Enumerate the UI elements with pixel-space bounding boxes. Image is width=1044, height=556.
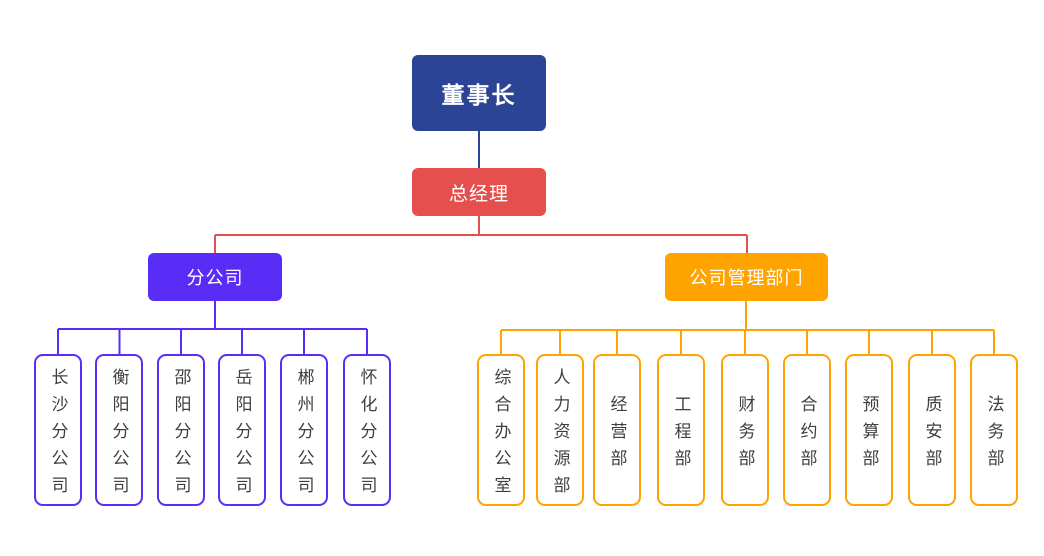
node-label: 预算部 <box>859 394 879 476</box>
org-node-leaf[interactable]: 财务部 <box>721 354 769 506</box>
org-node-leaf[interactable]: 长沙分公司 <box>34 354 82 506</box>
org-node-leaf[interactable]: 岳阳分公司 <box>218 354 266 506</box>
node-chairman[interactable]: 董事长 <box>412 55 546 131</box>
node-label: 衡阳分公司 <box>109 367 129 503</box>
node-general-manager[interactable]: 总经理 <box>412 168 546 216</box>
node-management-departments[interactable]: 公司管理部门 <box>665 253 828 301</box>
node-label: 长沙分公司 <box>48 367 68 503</box>
node-label: 董事长 <box>441 82 517 108</box>
node-label: 合约部 <box>797 394 817 476</box>
org-node-leaf[interactable]: 质安部 <box>908 354 956 506</box>
node-label: 财务部 <box>735 394 755 476</box>
node-label: 怀化分公司 <box>357 367 377 503</box>
connector-gm-branches <box>214 216 748 253</box>
org-node-leaf[interactable]: 衡阳分公司 <box>95 354 143 506</box>
connector-branch-children <box>57 301 368 354</box>
node-label: 岳阳分公司 <box>232 367 252 503</box>
node-label: 邵阳分公司 <box>171 367 191 503</box>
org-node-leaf[interactable]: 经营部 <box>593 354 641 506</box>
node-branch-companies[interactable]: 分公司 <box>148 253 282 301</box>
node-label: 人力资源部 <box>550 367 570 503</box>
org-node-leaf[interactable]: 人力资源部 <box>536 354 584 506</box>
org-node-leaf[interactable]: 怀化分公司 <box>343 354 391 506</box>
node-label: 法务部 <box>984 394 1004 476</box>
org-node-leaf[interactable]: 郴州分公司 <box>280 354 328 506</box>
node-label: 总经理 <box>448 183 509 205</box>
org-node-leaf[interactable]: 邵阳分公司 <box>157 354 205 506</box>
org-node-leaf[interactable]: 预算部 <box>845 354 893 506</box>
org-node-leaf[interactable]: 工程部 <box>657 354 705 506</box>
node-label: 经营部 <box>607 394 627 476</box>
node-label: 分公司 <box>186 268 244 288</box>
node-label: 工程部 <box>671 394 691 476</box>
node-label: 公司管理部门 <box>689 268 804 288</box>
node-label: 质安部 <box>922 394 942 476</box>
org-node-leaf[interactable]: 法务部 <box>970 354 1018 506</box>
node-label: 综合办公室 <box>491 367 511 503</box>
org-node-leaf[interactable]: 综合办公室 <box>477 354 525 506</box>
connector-mgmt-children <box>500 301 995 354</box>
org-node-leaf[interactable]: 合约部 <box>783 354 831 506</box>
node-label: 郴州分公司 <box>294 367 314 503</box>
